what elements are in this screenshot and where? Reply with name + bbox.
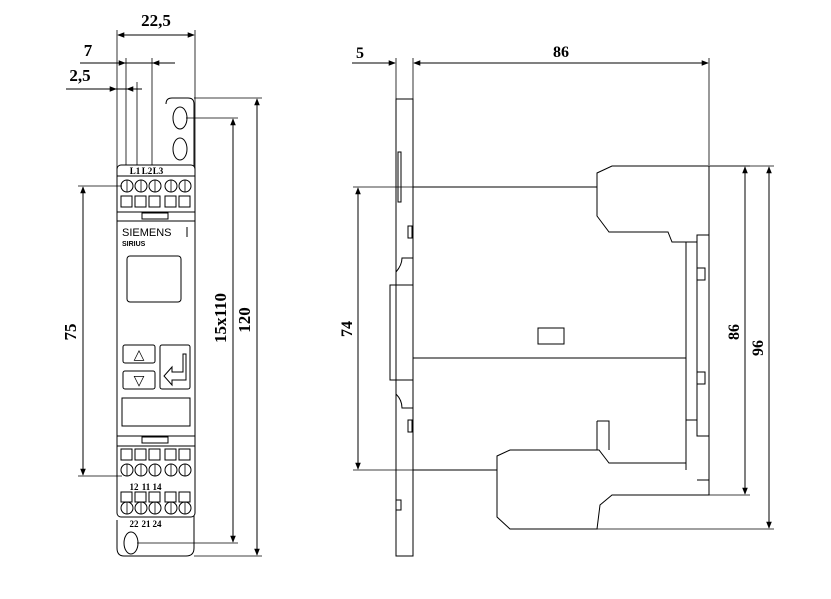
dim-rail-height-label: 74 xyxy=(339,321,356,337)
display-window xyxy=(126,255,182,303)
dim-height-total: 120 xyxy=(194,97,262,557)
up-button[interactable] xyxy=(122,344,156,364)
dim-body-depth: 86 xyxy=(413,44,710,165)
dim-mount-spacing-label: 75 xyxy=(61,324,80,341)
dim-body-height: 86 xyxy=(709,165,750,496)
terminal-label-24: 24 xyxy=(153,519,163,529)
dim-terminal-pitch-label: 7 xyxy=(84,41,93,60)
dim-rail-depth-label: 5 xyxy=(356,45,364,62)
up-arrow-icon: △ xyxy=(134,348,145,363)
dim-hole-spacing: 15x110 xyxy=(137,117,238,544)
dim-width-total-label: 22,5 xyxy=(141,11,171,30)
down-button[interactable] xyxy=(122,370,156,390)
dim-terminal-offset: 2,5 xyxy=(66,66,142,172)
terminal-label-14: 14 xyxy=(153,482,163,492)
down-arrow-icon: ▽ xyxy=(134,374,145,389)
enter-button[interactable] xyxy=(159,344,191,390)
terminal-label-L2: L2 xyxy=(142,166,153,176)
terminal-label-12: 12 xyxy=(130,482,140,492)
dim-body-depth-label: 86 xyxy=(553,44,569,61)
dim-total-height: 96 xyxy=(597,165,774,530)
brand-logo: SIEMENS xyxy=(122,227,172,239)
terminal-label-21: 21 xyxy=(142,519,152,529)
front-view: 22,5 7 2,5 L1 L2 L3 xyxy=(61,11,262,557)
terminal-label-22: 22 xyxy=(130,519,140,529)
terminal-label-L1: L1 xyxy=(130,166,141,176)
terminal-label-L3: L3 xyxy=(153,166,164,176)
dim-mount-spacing: 75 xyxy=(61,185,122,477)
enter-icon xyxy=(163,353,187,387)
dim-terminal-pitch: 7 xyxy=(80,41,175,172)
dim-terminal-offset-label: 2,5 xyxy=(69,66,90,85)
dim-height-total-label: 120 xyxy=(235,307,254,333)
dim-width-total: 22,5 xyxy=(116,11,196,170)
terminal-label-11: 11 xyxy=(142,482,151,492)
dim-body-height-label: 86 xyxy=(726,324,743,340)
product-name: SIRIUS xyxy=(122,241,146,248)
dim-rail-depth: 5 xyxy=(352,45,414,100)
dim-hole-spacing-label: 15x110 xyxy=(211,293,230,343)
side-view: 5 86 74 xyxy=(339,44,774,557)
bottom-terminal-rows xyxy=(117,435,195,515)
dim-rail-height: 74 xyxy=(339,186,413,471)
top-terminal-row xyxy=(117,179,195,222)
dim-total-height-label: 96 xyxy=(750,340,767,356)
label-plate xyxy=(537,327,565,345)
label-strip xyxy=(121,397,191,427)
